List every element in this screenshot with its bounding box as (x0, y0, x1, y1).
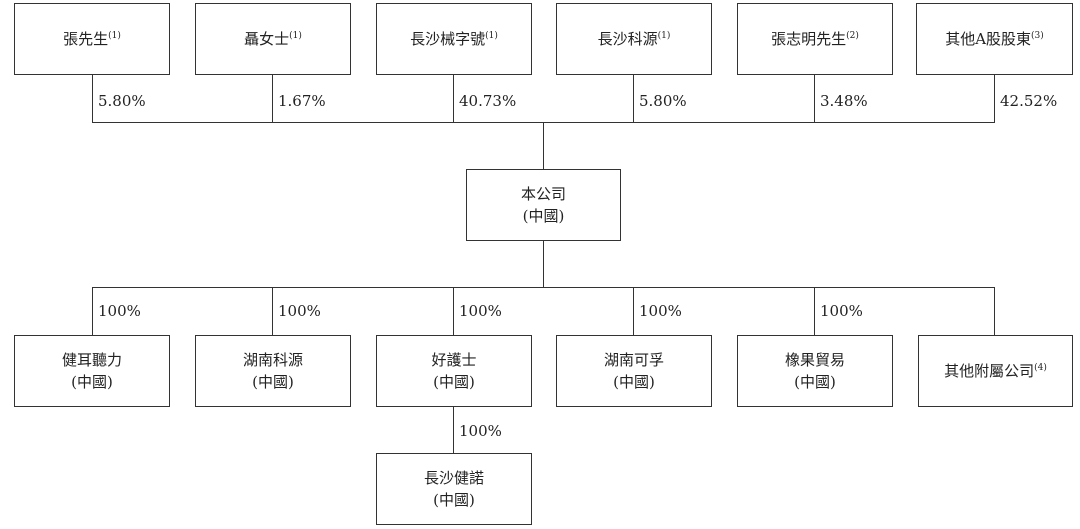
shareholder-name: 張先生 (63, 30, 109, 48)
ownership-percentage: 3.48% (820, 92, 868, 110)
ownership-percentage: 42.52% (1000, 92, 1058, 110)
subsidiary-name: 橡果貿易 (784, 351, 845, 369)
connector-line (994, 74, 995, 123)
sub-subsidiary-box: 長沙健諾 (中國) (376, 453, 532, 525)
connector-line (272, 287, 273, 336)
shareholder-name: 張志明先生 (771, 30, 847, 48)
sub-subsidiary-name: 長沙健諾 (423, 469, 484, 487)
company-box: 本公司 (中國) (466, 169, 621, 241)
shareholder-box: 張志明先生(2) (737, 3, 893, 75)
ownership-percentage: 1.67% (278, 92, 326, 110)
footnote-marker: (1) (289, 31, 302, 41)
shareholder-box: 聶女士(1) (195, 3, 351, 75)
subsidiary-box: 橡果貿易 (中國) (737, 335, 893, 407)
shareholder-name: 其他A股股東 (945, 30, 1032, 48)
connector-line (994, 287, 995, 336)
connector-line (92, 287, 93, 336)
shareholder-box: 長沙科源(1) (556, 3, 712, 75)
ownership-percentage: 5.80% (639, 92, 687, 110)
sub-subsidiary-region: (中國) (433, 491, 475, 509)
ownership-percentage: 100% (98, 302, 141, 320)
subsidiary-region: (中國) (252, 373, 294, 391)
subsidiary-box: 好護士 (中國) (376, 335, 532, 407)
connector-line (543, 240, 544, 288)
connector-line (453, 74, 454, 123)
connector-line (633, 74, 634, 123)
ownership-percentage: 100% (459, 422, 502, 440)
subsidiary-region: (中國) (71, 373, 113, 391)
subsidiary-box: 健耳聽力 (中國) (14, 335, 170, 407)
subsidiary-name: 湖南可孚 (603, 351, 664, 369)
connector-line (633, 287, 634, 336)
footnote-marker: (3) (1031, 31, 1044, 41)
footnote-marker: (1) (108, 31, 121, 41)
company-name: 本公司 (520, 185, 566, 203)
company-region: (中國) (522, 207, 565, 225)
connector-line (453, 406, 454, 454)
subsidiary-name: 健耳聽力 (61, 351, 122, 369)
shareholder-name: 長沙科源 (597, 30, 658, 48)
shareholder-box: 長沙械字號(1) (376, 3, 532, 75)
footnote-marker: (4) (1034, 363, 1047, 373)
subsidiary-name: 其他附屬公司 (944, 362, 1035, 380)
connector-line (814, 287, 815, 336)
subsidiary-bus-line (92, 287, 995, 288)
connector-line (453, 287, 454, 336)
ownership-percentage: 100% (820, 302, 863, 320)
shareholder-name: 聶女士 (244, 30, 290, 48)
subsidiary-box: 湖南科源 (中國) (195, 335, 351, 407)
connector-line (543, 122, 544, 169)
subsidiary-box: 其他附屬公司(4) (918, 335, 1073, 407)
footnote-marker: (2) (846, 31, 859, 41)
subsidiary-name: 湖南科源 (242, 351, 303, 369)
footnote-marker: (1) (657, 31, 671, 41)
subsidiary-region: (中國) (794, 373, 836, 391)
ownership-percentage: 100% (639, 302, 682, 320)
shareholder-box: 其他A股股東(3) (916, 3, 1073, 75)
ownership-percentage: 100% (459, 302, 502, 320)
subsidiary-region: (中國) (433, 373, 475, 391)
subsidiary-region: (中國) (613, 373, 655, 391)
connector-line (272, 74, 273, 123)
ownership-percentage: 100% (278, 302, 321, 320)
shareholder-name: 長沙械字號 (410, 30, 486, 48)
ownership-percentage: 5.80% (98, 92, 146, 110)
shareholder-box: 張先生(1) (14, 3, 170, 75)
connector-line (814, 74, 815, 123)
subsidiary-name: 好護士 (431, 351, 477, 369)
subsidiary-box: 湖南可孚 (中國) (556, 335, 712, 407)
footnote-marker: (1) (485, 31, 498, 41)
connector-line (92, 74, 93, 123)
ownership-percentage: 40.73% (459, 92, 517, 110)
